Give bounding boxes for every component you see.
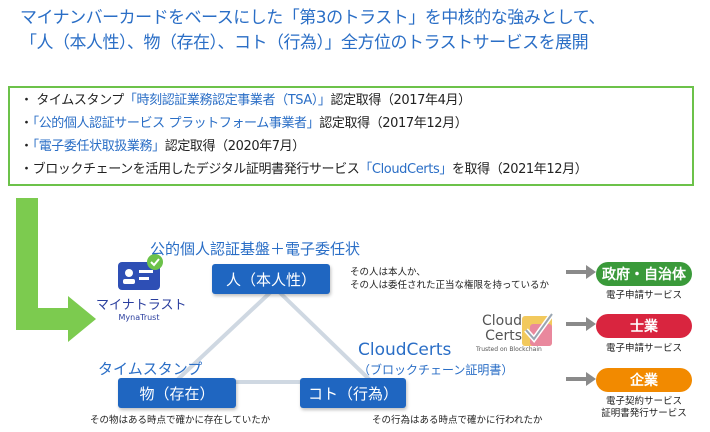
target-government-badge: 政府・自治体 [596,262,692,286]
target-arrows [566,265,596,386]
node-person: 人（本人性） [212,264,330,294]
target-enterprise-badge: 企業 [596,368,692,392]
headline-line-1: マイナンバーカードをベースにした「第3のトラスト」を中核的な強みとして、 [20,8,605,28]
desc-thing: その物はある時点で確かに存在していたか [90,415,271,426]
achievement-item: ・ブロックチェーンを活用したデジタル証明書発行サービス「CloudCerts」を… [20,162,588,177]
node-thing: 物（存在） [118,378,236,408]
myna-card-icon [118,254,163,290]
cloudcerts-logo: Cloud Certs [476,314,522,344]
cloudcerts-logo-line1: Cloud [482,313,522,329]
mynatrust-logo: マイナトラスト MynaTrust [96,294,187,322]
cloudcerts-tagline: Trusted on Blockchain [476,346,542,353]
desc-act: その行為はある時点で確かに行われたか [372,415,543,426]
achievements-box [8,86,694,186]
target-professional-service: 電子申請サービス [605,343,682,354]
target-enterprise-service: 電子契約サービス 証明書発行サービス [601,396,687,419]
top-heading: 公的個人認証基盤＋電子委任状 [150,240,361,258]
cloudcerts-logo-icon [522,312,555,346]
cloudcerts-sub: （ブロックチェーン証明書） [358,363,514,377]
green-l-arrow [16,198,96,342]
cloudcerts-logo-line2: Certs [485,328,522,344]
cloudcerts-label: CloudCerts [358,340,452,360]
target-government-service: 電子申請サービス [605,290,682,301]
desc-person: その人は本人か、 その人は委任された正当な権限を持っているか [350,267,550,291]
headline: マイナンバーカードをベースにした「第3のトラスト」を中核的な強みとして、 「人（… [20,6,605,56]
achievement-item: ・ タイムスタンプ「時刻認証業務認定事業者（TSA）」認定取得（2017年4月） [20,93,471,108]
trust-triangle [169,285,377,384]
mynatrust-name: マイナトラスト [96,298,187,313]
achievement-item: ・「電子委任状取扱業務」認定取得（2020年7月） [20,139,305,154]
timestamp-label: タイムスタンプ [98,360,203,378]
mynatrust-sub: MynaTrust [118,313,160,322]
achievement-item: ・「公的個人認証サービス プラットフォーム事業者」認定取得（2017年12月） [20,116,468,131]
headline-line-2: 「人（本人性）、物（存在）、コト（行為）」全方位のトラストサービスを展開 [20,33,589,53]
node-act: コト（行為） [300,378,406,408]
target-professional-badge: 士業 [596,314,692,338]
